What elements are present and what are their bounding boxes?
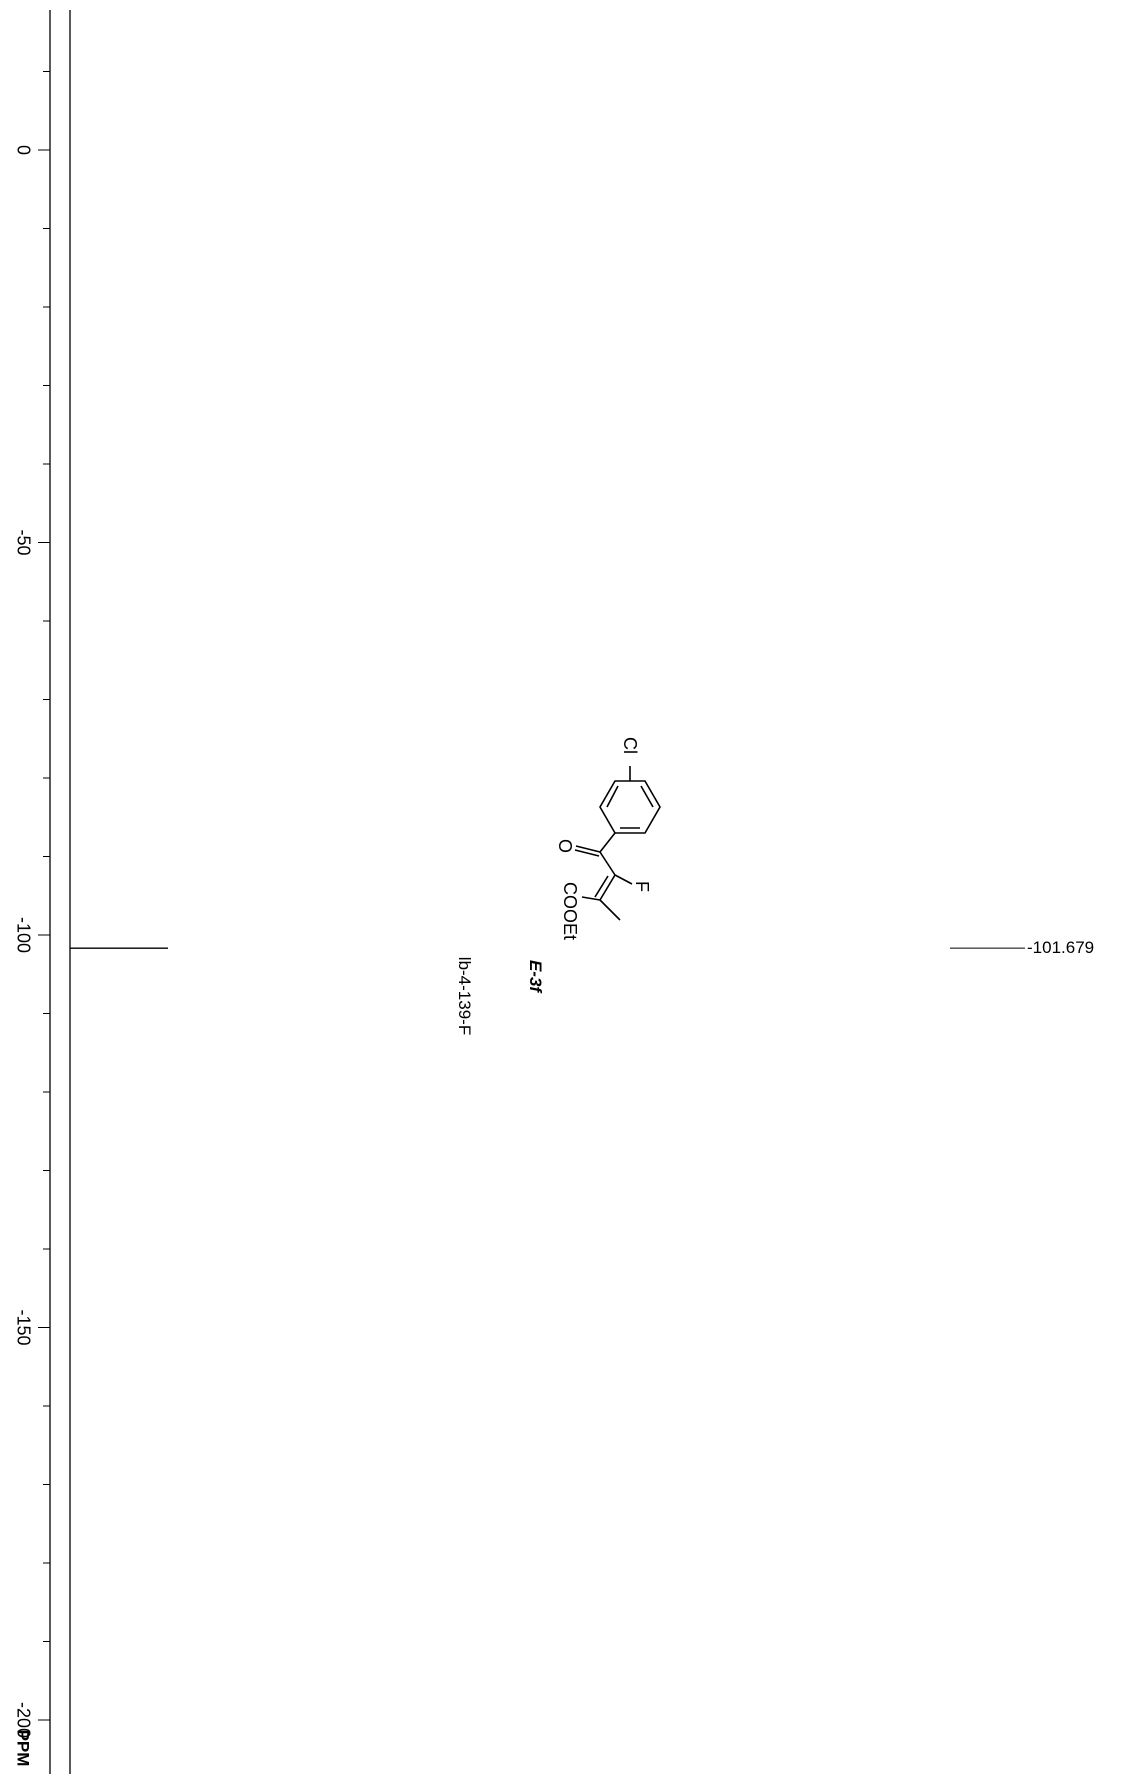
ring-double-bond <box>606 785 619 808</box>
compound-id: E-3f <box>526 960 546 993</box>
chemical-structure: Cl F O COOEt <box>555 737 661 940</box>
ester-label: COOEt <box>560 882 580 940</box>
alkene-bond <box>599 874 616 901</box>
alkene-bond <box>594 875 609 898</box>
tick-label: -200 <box>13 1702 33 1738</box>
tick-label: -50 <box>13 529 33 555</box>
oxygen-label: O <box>555 839 575 853</box>
ring-double-bond <box>640 785 654 808</box>
fluorine-label: F <box>632 881 652 892</box>
carbonyl-bond <box>575 845 601 853</box>
tick-label: 0 <box>13 145 33 155</box>
peak-label: -101.679 <box>1027 938 1095 958</box>
ring-carbonyl-bond <box>599 832 616 853</box>
carbonyl-bond <box>574 849 600 857</box>
spectrum-trace <box>69 10 1025 1774</box>
sample-label: lb-4-139-F <box>455 956 475 1036</box>
carbonyl-alkene-bond <box>599 851 616 876</box>
axis-title: PPM <box>14 1730 33 1767</box>
ester-bond <box>581 896 601 901</box>
benzene-ring <box>599 780 661 834</box>
methyl-bond <box>599 899 621 921</box>
tick-label: -150 <box>13 1309 33 1345</box>
tick-label: -100 <box>13 917 33 953</box>
fluorine-bond <box>614 874 633 885</box>
chlorine-label: Cl <box>620 737 640 754</box>
